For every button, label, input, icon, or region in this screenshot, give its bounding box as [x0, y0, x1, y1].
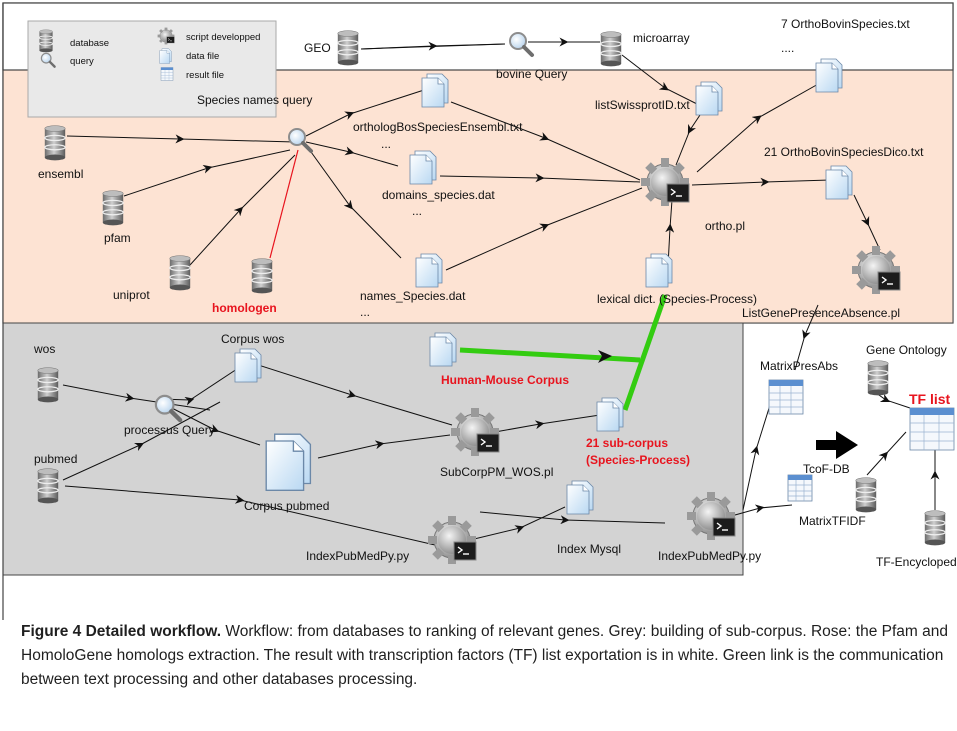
ortholog-label: orthologBosSpeciesEnsembl.txt — [353, 120, 523, 134]
wos-database-icon — [37, 366, 59, 404]
caption-title: Figure 4 Detailed workflow. — [21, 623, 222, 640]
subcorp-label: SubCorpPM_WOS.pl — [440, 465, 553, 479]
matrix-pres-abs-icon — [768, 379, 804, 415]
tf-encyclopedia-label: TF-Encyclopedia — [876, 555, 957, 569]
pubmed-label: pubmed — [34, 452, 77, 466]
lexical-dict-label: lexical dict. (Species-Process) — [597, 292, 757, 306]
index-pubmed-1-label: IndexPubMedPy.py — [306, 549, 409, 563]
ortholog-file-icon — [421, 73, 449, 108]
pubmed-database-icon — [37, 467, 59, 505]
ortho-bovin-dico-label: 21 OrthoBovinSpeciesDico.txt — [764, 145, 924, 159]
caption-text: Workflow: from databases to ranking of r… — [21, 623, 948, 688]
dots-1: ... — [381, 137, 391, 151]
tcof-database-icon — [855, 476, 877, 514]
ensembl-database-icon — [44, 124, 66, 162]
ortho-bovin-species-dots: .... — [781, 41, 794, 55]
human-mouse-label: Human-Mouse Corpus — [441, 373, 569, 387]
homologen-database-icon — [251, 257, 273, 295]
data-file-icon — [159, 48, 172, 64]
tf-list-table-icon — [909, 407, 955, 451]
ortho-bovin-species-file-icon — [815, 58, 843, 93]
legend-data-file: data file — [186, 51, 219, 62]
list-gene-script-icon — [851, 245, 901, 295]
names-species-label: names_Species.dat — [360, 289, 466, 303]
index-mysql-file-icon — [566, 480, 594, 515]
matrix-tfidf-label: MatrixTFIDF — [799, 514, 866, 528]
workflow-diagram: database query script developped data fi… — [2, 2, 957, 620]
index-pubmed-script-2-icon — [686, 491, 736, 541]
legend-database: database — [70, 38, 109, 49]
gene-ontology-label: Gene Ontology — [866, 343, 947, 357]
swissprot-label: listSwissprotID.txt — [595, 98, 690, 112]
species-names-query-label: Species names query — [197, 93, 312, 107]
processus-query-label: processus Query — [124, 423, 215, 437]
legend-result-file: result file — [186, 70, 224, 81]
corpus-pubmed-label: Corpus pubmed — [244, 499, 329, 513]
matrix-pres-abs-label: MatrixPresAbs — [760, 359, 838, 373]
tcof-db-label: TcoF-DB — [803, 462, 850, 476]
index-mysql-label: Index Mysql — [557, 542, 621, 556]
index-pubmed-2-label: IndexPubMedPy.py — [658, 549, 761, 563]
legend-script: script developped — [186, 32, 260, 43]
wos-label: wos — [33, 342, 55, 356]
index-pubmed-script-1-icon — [427, 515, 477, 565]
corpus-wos-label: Corpus wos — [221, 332, 284, 346]
result-file-icon — [160, 67, 174, 81]
bovine-query-label: bovine Query — [496, 67, 567, 81]
ortho-bovin-species-label: 7 OrthoBovinSpecies.txt — [781, 17, 910, 31]
sub-corpus-file-icon — [596, 397, 624, 432]
swissprot-file-icon — [695, 81, 723, 116]
dots-3: ... — [360, 305, 370, 319]
gene-ontology-database-icon — [867, 359, 889, 397]
homologen-label: homologen — [212, 301, 277, 315]
edges — [62, 37, 940, 546]
microarray-database-icon — [600, 30, 622, 68]
pfam-database-icon — [102, 189, 124, 227]
list-gene-label: ListGenePresenceAbsence.pl — [742, 306, 900, 320]
uniprot-label: uniprot — [113, 288, 150, 302]
legend: database query script developped data fi… — [27, 20, 277, 118]
ortho-script-icon — [640, 157, 690, 207]
ortho-pl-label: ortho.pl — [705, 219, 745, 233]
script-icon — [157, 27, 175, 45]
database-icon — [38, 29, 54, 53]
domains-file-icon — [409, 150, 437, 185]
tf-list-label: TF list — [909, 391, 951, 407]
corpus-wos-file-icon — [234, 348, 262, 383]
sub-corpus-line2: (Species-Process) — [586, 453, 690, 467]
green-link — [459, 294, 668, 411]
tf-encyclopedia-database-icon — [924, 509, 946, 547]
legend-query: query — [70, 56, 94, 67]
subcorp-script-icon — [450, 407, 500, 457]
big-arrow — [816, 431, 858, 459]
uniprot-database-icon — [169, 254, 191, 292]
domains-label: domains_species.dat — [382, 188, 495, 202]
lexical-dict-file-icon — [645, 253, 673, 288]
microarray-label: microarray — [633, 31, 690, 45]
ortho-dico-file-icon — [825, 165, 853, 200]
dots-2: ... — [412, 204, 422, 218]
matrix-tfidf-icon — [787, 474, 813, 502]
pfam-label: pfam — [104, 231, 131, 245]
sub-corpus-line1: 21 sub-corpus — [586, 436, 668, 450]
homologen-link — [269, 149, 299, 259]
ensembl-label: ensembl — [38, 167, 83, 181]
figure-caption: Figure 4 Detailed workflow. Workflow: fr… — [21, 620, 951, 692]
geo-database-icon — [337, 29, 359, 67]
grey-panel — [2, 322, 744, 576]
geo-label: GEO — [304, 41, 331, 55]
names-species-file-icon — [415, 253, 443, 288]
corpus-pubmed-file-icon — [265, 433, 312, 491]
human-mouse-file-icon — [429, 332, 457, 367]
